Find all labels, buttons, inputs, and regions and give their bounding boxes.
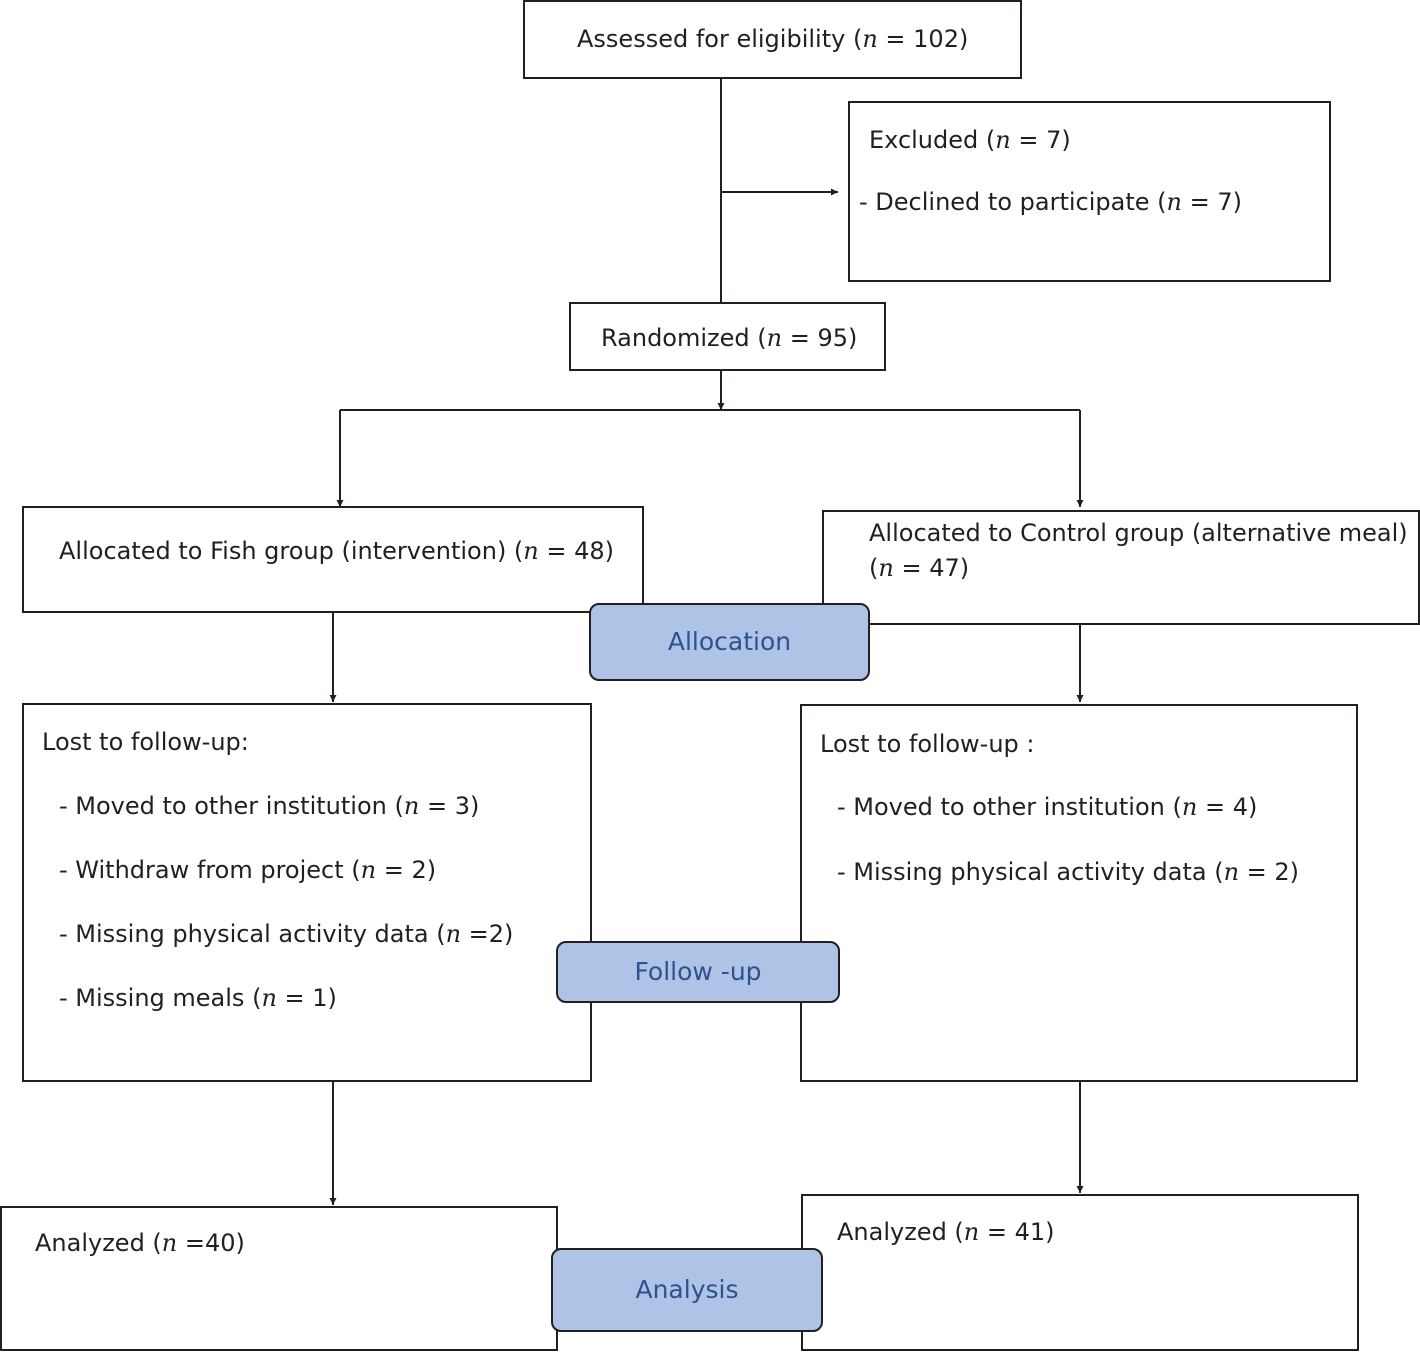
assessed-box: Assessed for eligibility (n = 102) — [523, 0, 1022, 79]
lost-fish-title: Lost to follow-up: — [42, 728, 249, 756]
excluded-box: Excluded (n = 7) - Declined to participa… — [848, 101, 1331, 282]
alloc-control-line2: (n = 47) — [869, 554, 970, 582]
excluded-reason-declined: - Declined to participate (n = 7) — [859, 188, 1242, 216]
lost-fish-item-moved: - Moved to other institution (n = 3) — [59, 792, 480, 820]
analyzed-control-box: Analyzed (n = 41) — [801, 1194, 1359, 1351]
stage-label-analysis: Analysis — [551, 1248, 823, 1332]
stage-label-followup: Follow -up — [556, 941, 840, 1003]
lost-control-box: Lost to follow-up : - Moved to other ins… — [800, 704, 1358, 1082]
lost-fish-item-withdraw: - Withdraw from project (n = 2) — [59, 856, 437, 884]
excluded-title: Excluded (n = 7) — [869, 126, 1071, 154]
lost-control-item-moved: - Moved to other institution (n = 4) — [837, 793, 1258, 821]
alloc-fish-box: Allocated to Fish group (intervention) (… — [22, 506, 644, 613]
analyzed-fish-text: Analyzed (n =40) — [35, 1229, 245, 1257]
analyzed-fish-box: Analyzed (n =40) — [0, 1206, 558, 1351]
randomized-text: Randomized (n = 95) — [601, 324, 858, 352]
alloc-control-line1: Allocated to Control group (alternative … — [869, 519, 1408, 547]
lost-control-title: Lost to follow-up : — [820, 730, 1035, 758]
assessed-text: Assessed for eligibility (n = 102) — [577, 25, 969, 53]
alloc-control-box: Allocated to Control group (alternative … — [822, 510, 1420, 625]
randomized-box: Randomized (n = 95) — [569, 302, 886, 371]
lost-fish-item-missing-meals: - Missing meals (n = 1) — [59, 984, 337, 1012]
lost-control-item-missing-activity: - Missing physical activity data (n = 2) — [837, 858, 1300, 886]
analyzed-control-text: Analyzed (n = 41) — [837, 1218, 1055, 1246]
lost-fish-box: Lost to follow-up: - Moved to other inst… — [22, 703, 592, 1082]
alloc-fish-text: Allocated to Fish group (intervention) (… — [59, 537, 615, 565]
lost-fish-item-missing-activity: - Missing physical activity data (n =2) — [59, 920, 514, 948]
stage-label-allocation: Allocation — [589, 603, 870, 681]
